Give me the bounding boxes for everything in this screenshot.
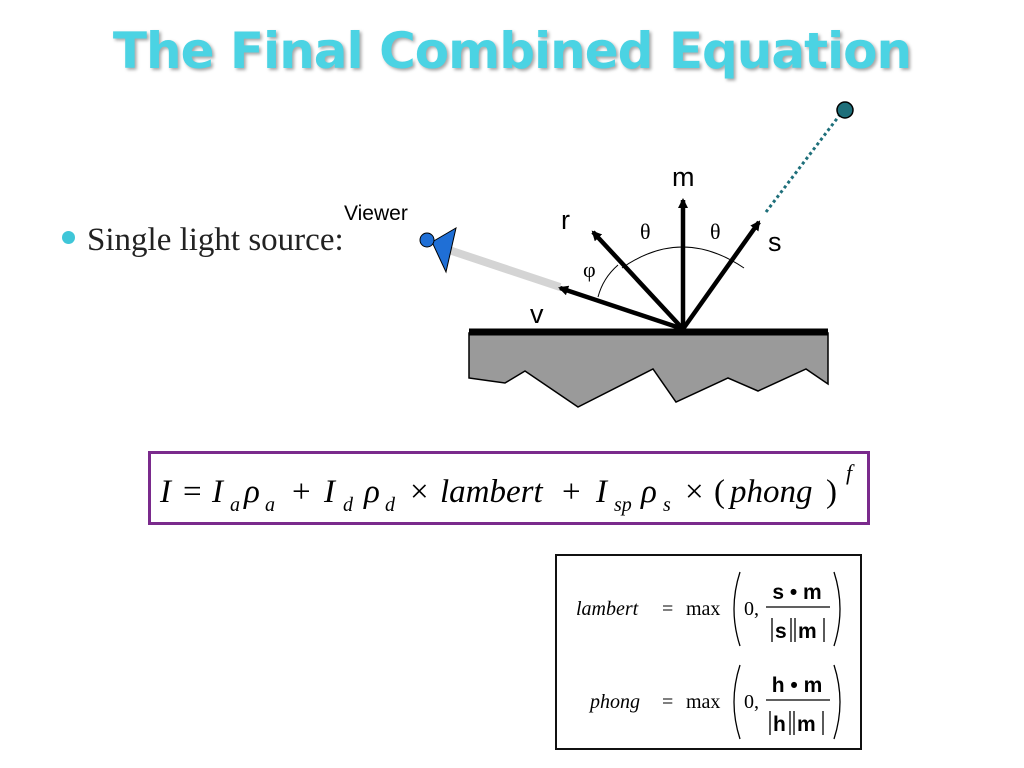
eq-sub-a2: a [265,494,275,516]
eq-sub-sp: sp [614,494,632,516]
viewer-eye-icon [419,226,457,274]
definitions-box [555,554,862,750]
eq-sub-s: s [663,494,671,516]
label-s: s [768,227,782,257]
main-equation-box [148,451,870,525]
bullet-dot-icon [62,230,75,244]
eq-I: I [159,474,173,510]
label-phi: φ [583,257,596,282]
lambert-equals: = [662,598,673,620]
lambert-zero: 0, [744,598,759,620]
label-v: v [530,299,544,329]
lambert-definition: lambert = max 0, s • m s m [576,571,841,647]
eq-Id: I [323,474,337,510]
eq-phong: phong [728,474,813,510]
lambert-max: max [686,598,720,620]
eq-times1: × [410,474,429,510]
eq-exponent-f: f [846,460,855,485]
bullet-item: Single light source: [62,222,344,259]
eq-equals: = [183,474,202,510]
eq-sub-d1: d [343,494,354,516]
eq-rparen: ) [826,474,837,510]
lambert-den-m: m [798,620,817,643]
eq-lambert: lambert [440,474,543,510]
eq-rho-s: ρ [640,474,657,510]
reflect-vector-r [591,230,685,331]
label-theta-left: θ [640,219,651,244]
phong-definition: phong = max 0, h • m h m [588,664,841,740]
phong-numerator: h • m [772,674,823,697]
label-m: m [672,162,695,192]
view-vector-v [558,285,684,332]
bullet-text: Single light source: [87,222,344,258]
label-r: r [561,205,570,235]
surface-block [468,332,829,408]
eq-Ia: I [211,474,225,510]
slide-title: The Final Combined Equation [112,22,912,80]
viewer-label: Viewer [344,202,408,225]
light-source-dot [836,101,854,119]
lambert-name: lambert [576,598,639,620]
light-vector-s [681,220,761,331]
lambert-numerator: s • m [772,581,821,604]
phong-den-h: h [773,713,786,736]
light-ray-dotted [764,111,844,213]
eq-plus2: + [562,474,581,510]
phong-max: max [686,691,720,713]
viewer-sight-line [438,243,562,291]
lambert-den-s: s [775,620,787,643]
phong-zero: 0, [744,691,759,713]
eq-lparen: ( [714,474,725,510]
eq-times2: × [685,474,704,510]
eq-plus1: + [292,474,311,510]
label-theta-right: θ [710,219,721,244]
angle-arc-phi [597,264,619,298]
eq-sub-d2: d [385,494,396,516]
phong-den-m: m [797,713,816,736]
phong-equals: = [662,691,673,713]
eq-rho-a: ρ [243,474,260,510]
eq-rho-d: ρ [363,474,380,510]
phong-name: phong [588,691,640,713]
eq-Isp: I [595,474,609,510]
eq-sub-a1: a [230,494,240,516]
